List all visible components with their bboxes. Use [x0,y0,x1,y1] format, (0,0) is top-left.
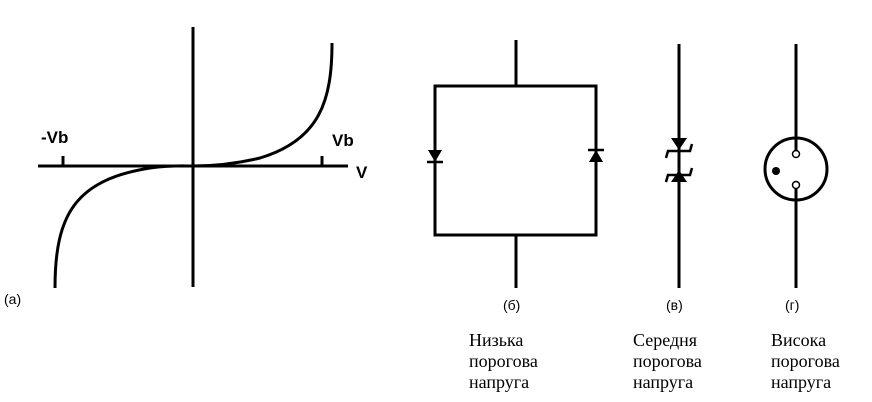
tube-envelope [763,136,829,202]
caption-v: Середня порогова напруга [633,330,702,393]
zener-bar-top [664,143,694,159]
caption-b-line-2: порогова [469,351,538,371]
circuit-g [763,44,829,288]
iv-curve [53,42,334,289]
circuit-b [433,40,598,288]
panel-label-b: (б) [503,297,520,313]
zener-bottom [671,170,687,182]
caption-b: Низька порогова напруга [469,330,538,393]
diode-left [427,150,443,164]
zener-top [671,138,687,150]
label-v-axis: V [356,163,368,182]
label-vb: Vb [332,131,354,150]
caption-g: Висока порогова напруга [771,330,840,393]
iv-graph [38,27,348,289]
diode-right [588,148,604,162]
caption-g-line-3: напруга [771,372,832,392]
circuit-v [664,44,694,288]
caption-v-line-1: Середня [633,330,698,350]
electrode-top [791,149,801,159]
electrode-bottom [791,180,801,190]
caption-b-line-1: Низька [469,330,524,350]
caption-v-line-2: порогова [633,351,702,371]
gas-dot [772,167,780,175]
panel-label-g: (г) [785,297,799,313]
diode-loop [433,84,598,237]
panel-label-v: (в) [666,297,683,313]
panel-label-a: (а) [4,291,21,307]
caption-g-line-2: порогова [771,351,840,371]
label-neg-vb: -Vb [41,128,68,147]
caption-b-line-3: напруга [469,372,530,392]
caption-v-line-3: напруга [633,372,694,392]
caption-g-line-1: Висока [771,330,827,350]
